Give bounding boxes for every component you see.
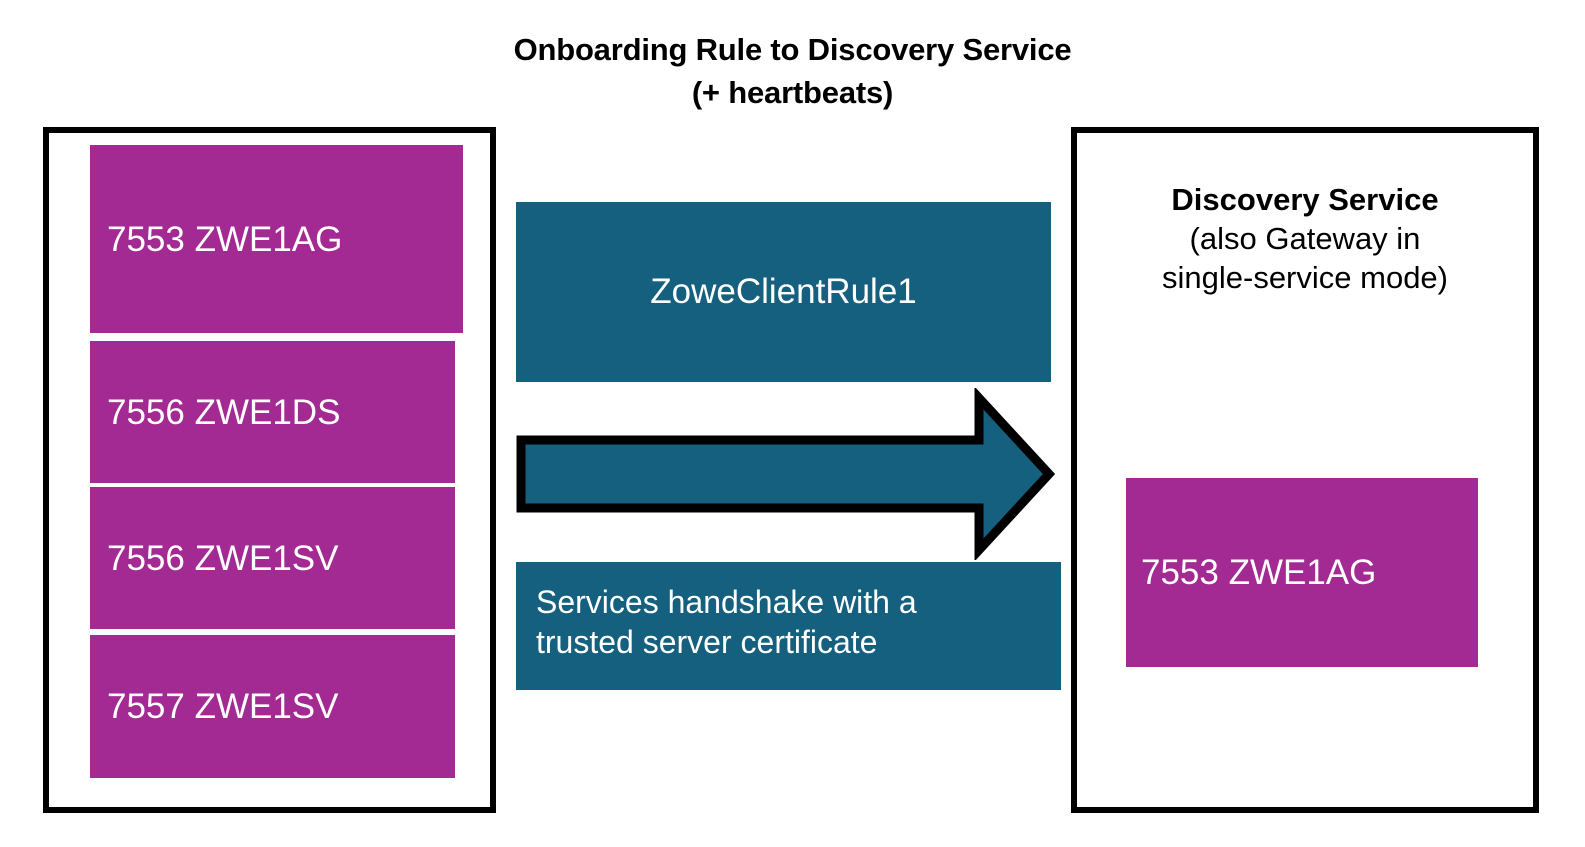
- registered-service-box-7553-zwe1ag[interactable]: 7553 ZWE1AG: [1126, 478, 1478, 667]
- right-panel: [1071, 127, 1539, 813]
- service-box-label: 7557 ZWE1SV: [107, 687, 339, 726]
- handshake-note-box: Services handshake with a trusted server…: [516, 562, 1061, 690]
- handshake-note-line2: trusted server certificate: [536, 624, 878, 660]
- page-title-line1: Onboarding Rule to Discovery Service: [513, 32, 1072, 67]
- handshake-note-line1: Services handshake with a: [536, 584, 917, 620]
- service-box-label: 7556 ZWE1DS: [107, 392, 341, 432]
- discovery-service-subtitle-line2: single-service mode): [1162, 260, 1448, 295]
- page-title: Onboarding Rule to Discovery Service (+ …: [0, 28, 1585, 114]
- right-arrow-icon: [516, 388, 1056, 560]
- rule-box[interactable]: ZoweClientRule1: [516, 202, 1051, 382]
- discovery-service-heading: Discovery Service (also Gateway in singl…: [1090, 180, 1520, 297]
- discovery-service-title: Discovery Service: [1171, 182, 1439, 217]
- service-box-7553-zwe1ag[interactable]: 7553 ZWE1AG: [90, 145, 463, 333]
- discovery-service-subtitle-line1: (also Gateway in: [1189, 221, 1421, 256]
- service-box-label: 7553 ZWE1AG: [1141, 553, 1377, 592]
- service-box-label: 7553 ZWE1AG: [107, 219, 343, 259]
- service-box-7557-zwe1sv[interactable]: 7557 ZWE1SV: [90, 635, 455, 778]
- service-box-7556-zwe1sv[interactable]: 7556 ZWE1SV: [90, 487, 455, 629]
- page-title-line2: (+ heartbeats): [691, 75, 894, 110]
- service-box-label: 7556 ZWE1SV: [107, 538, 339, 578]
- service-box-7556-zwe1ds[interactable]: 7556 ZWE1DS: [90, 341, 455, 483]
- rule-box-label: ZoweClientRule1: [650, 272, 917, 311]
- right-arrow-shape: [516, 388, 1056, 560]
